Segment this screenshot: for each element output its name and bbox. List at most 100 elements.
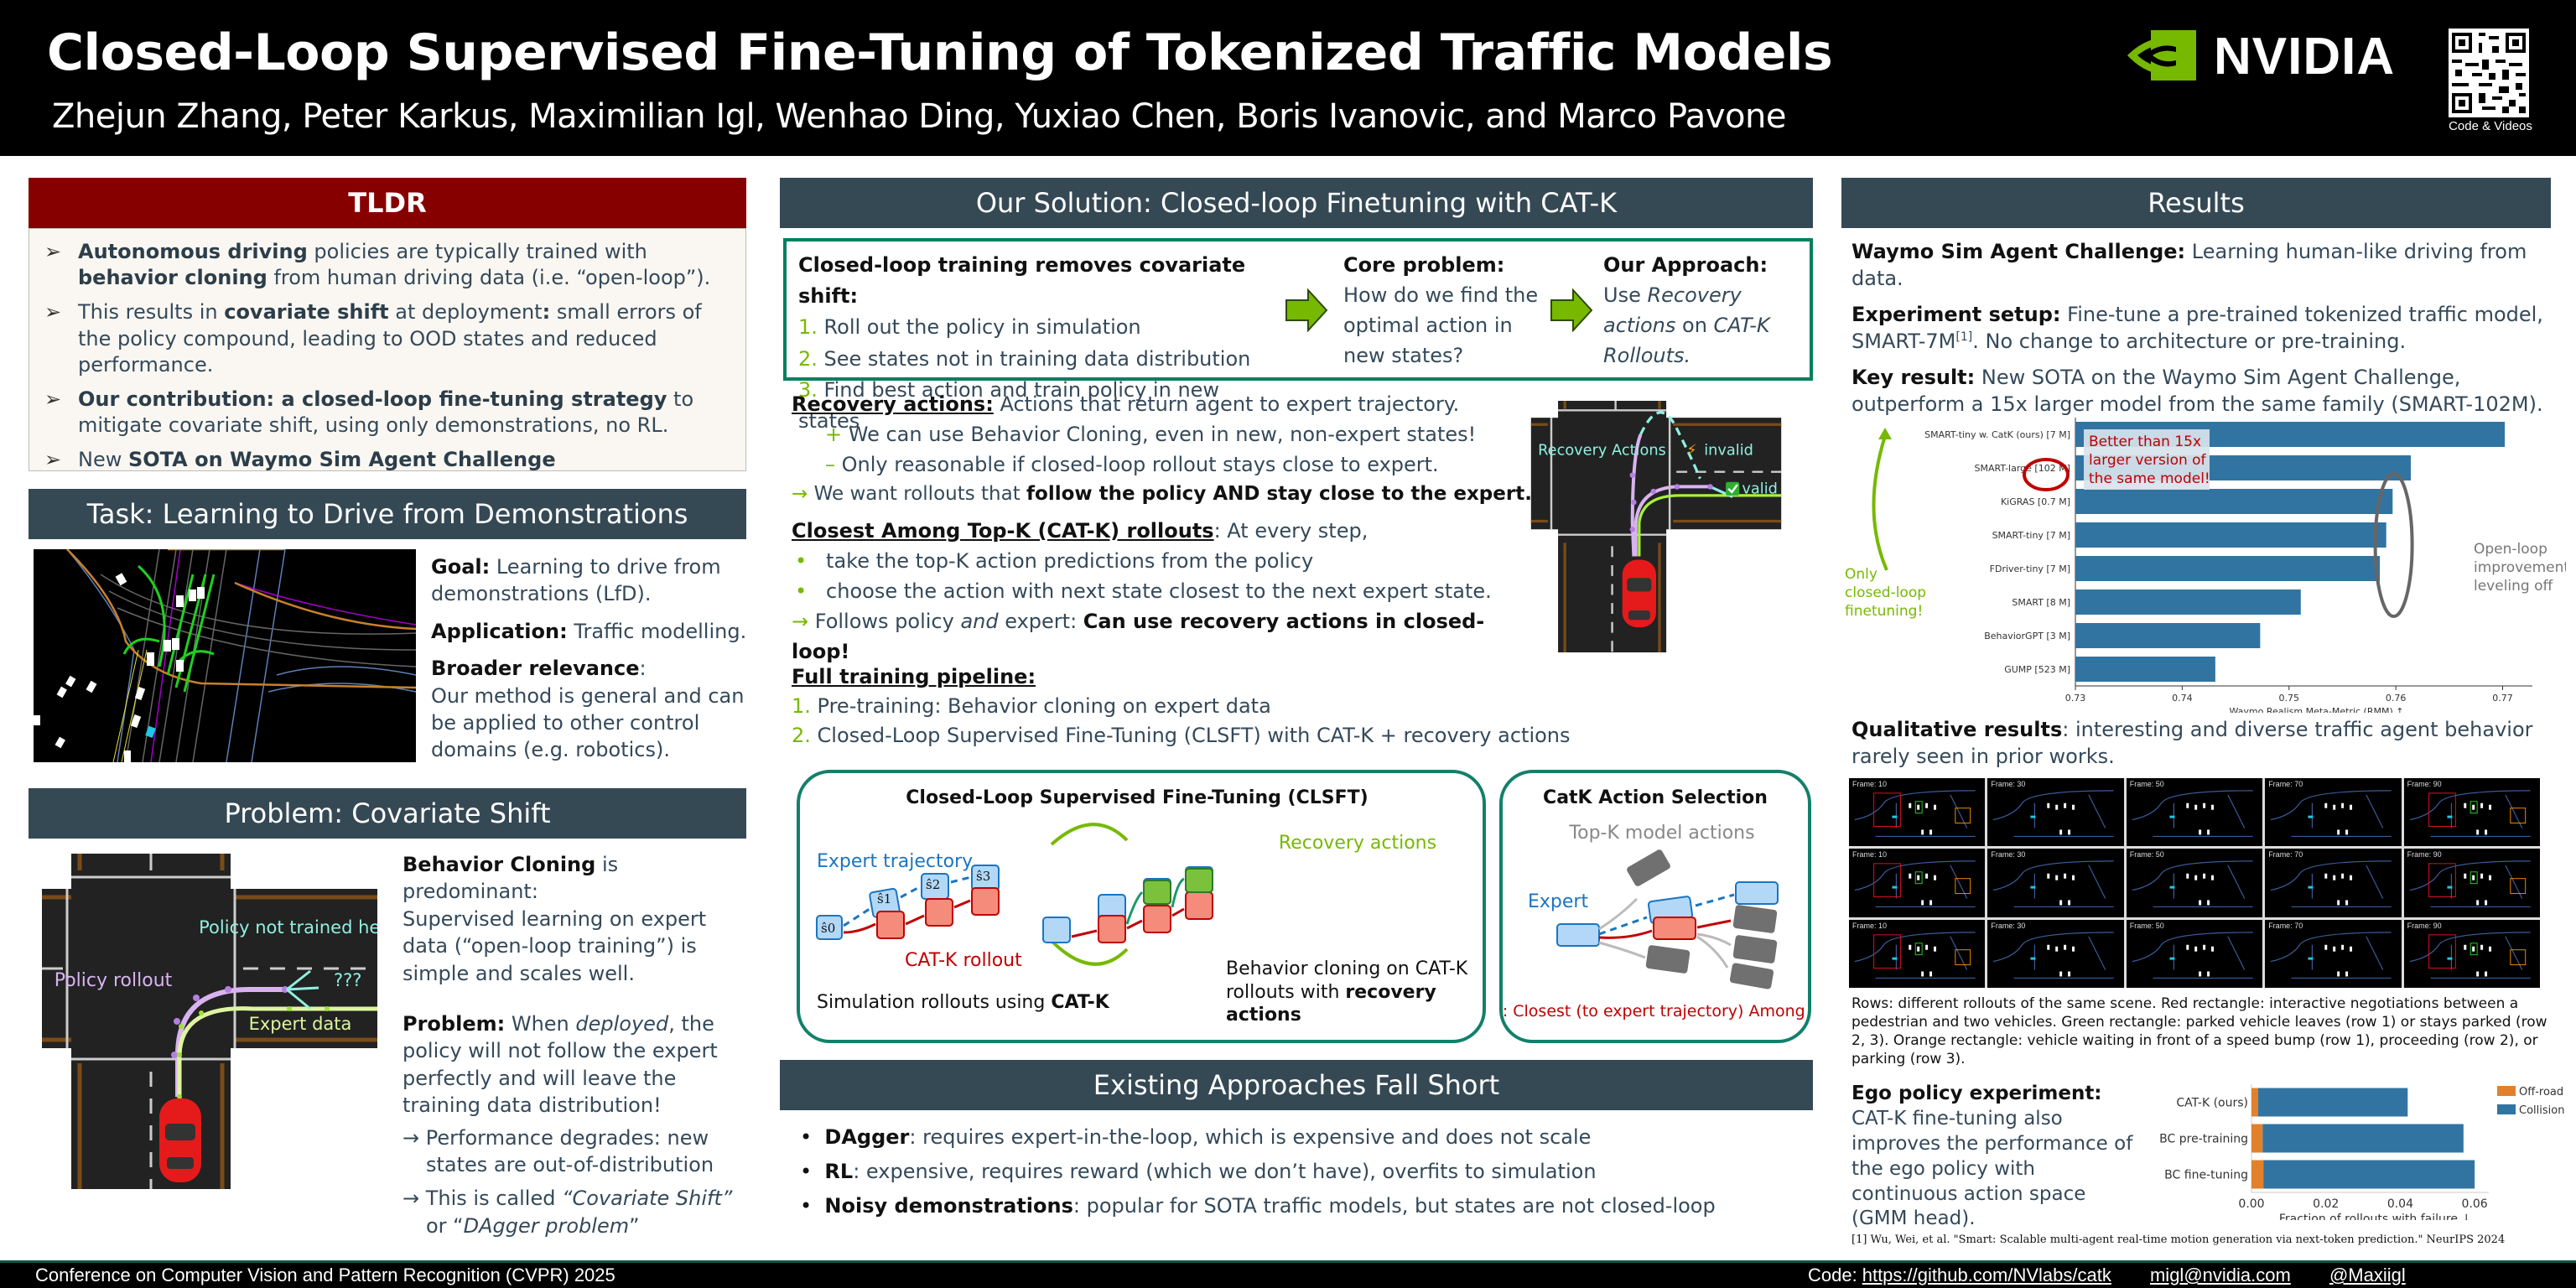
x-tick-label: 0.76 xyxy=(2386,693,2407,704)
pipeline-step: Pre-training: Behavior cloning on expert… xyxy=(817,693,1271,718)
qual-text: : interesting and diverse traffic agent … xyxy=(1852,718,2533,769)
x-tick-label: 0.04 xyxy=(2387,1197,2413,1211)
frame-label: Frame: 70 xyxy=(2268,850,2303,860)
state-s1: ŝ1 xyxy=(877,891,891,906)
recovery-plus: We can use Behavior Cloning, even in new… xyxy=(848,423,1477,446)
better-annotation: the same model! xyxy=(2089,470,2210,487)
catk-arrow-text: expert: xyxy=(998,609,1083,633)
frame-scene xyxy=(1993,790,2115,838)
tldr-bold: SOTA on Waymo Sim Agent Challenge xyxy=(127,448,556,472)
tldr-item: ➢This results in covariate shift at depl… xyxy=(43,299,729,378)
existing-text: : expensive, requires reward (which we d… xyxy=(853,1159,1597,1183)
category-label: BC fine-tuning xyxy=(2164,1169,2248,1182)
frame-scene xyxy=(2270,931,2392,979)
existing-item: • RL: expensive, requires reward (which … xyxy=(800,1159,1597,1183)
frame-scene xyxy=(1854,860,1976,908)
right-arrow-icon: → xyxy=(792,483,814,505)
catk-rollout-label: CAT-K rollout xyxy=(905,950,1022,971)
rollout-frame: Frame: 70 xyxy=(2265,919,2402,988)
task-text: Goal: Learning to drive from demonstrati… xyxy=(431,553,750,764)
results-heading: Results xyxy=(1841,178,2551,228)
catk-text: : At every step, xyxy=(1213,518,1368,543)
key-result-text: New SOTA on the Waymo Sim Agent Challeng… xyxy=(1852,365,2543,416)
frame-label: Frame: 10 xyxy=(1852,850,1888,860)
frame-label: Frame: 70 xyxy=(2268,780,2303,788)
poster-title: Closed-Loop Supervised Fine-Tuning of To… xyxy=(47,23,1833,82)
reference: [1] Wu, Wei, et al. "Smart: Scalable mul… xyxy=(1852,1233,2506,1246)
arrow-point-2-end: ” xyxy=(629,1213,640,1238)
intersection-map-image xyxy=(34,549,416,762)
open-loop-annotation: improvements xyxy=(2474,559,2566,576)
better-annotation: Better than 15x xyxy=(2089,434,2201,450)
frame-label: Frame: 30 xyxy=(1991,921,2026,930)
goal-label: Goal: xyxy=(431,555,491,579)
catk-selection-title: CatK Action Selection xyxy=(1543,787,1768,808)
x-axis-label: Waymo Realism Meta-Metric (RMM) ↑ xyxy=(2230,706,2404,713)
task-heading: Task: Learning to Drive from Demonstrati… xyxy=(29,489,746,539)
our-approach: Our Approach: Use Recovery actions on CA… xyxy=(1603,250,1805,371)
results-text: Waymo Sim Agent Challenge: Learning huma… xyxy=(1852,238,2556,418)
solution-heading: Our Solution: Closed-loop Finetuning wit… xyxy=(780,178,1813,228)
catk-arrow-text: Follows policy xyxy=(814,609,961,633)
rmm-bar-chart: SMART-tiny w. CatK (ours) [7 M]SMART-lar… xyxy=(1845,418,2566,713)
tldr-text: New xyxy=(78,448,128,472)
rollout-frame: Frame: 70 xyxy=(2265,849,2402,917)
frame-scene xyxy=(2132,860,2253,908)
stacked-bar-collision xyxy=(2262,1124,2464,1153)
poster-header: Closed-Loop Supervised Fine-Tuning of To… xyxy=(0,0,2576,156)
broader-text: Our method is general and can be applied… xyxy=(431,683,745,762)
tldr-text: policies are typically trained with xyxy=(307,240,647,263)
citation-ref: [1] xyxy=(1955,330,1973,345)
ego-text-body: CAT-K fine-tuning also improves the perf… xyxy=(1852,1107,2133,1230)
rollout-frame: Frame: 10 xyxy=(1849,919,1986,988)
frame-label: Frame: 50 xyxy=(2129,921,2164,930)
right-arrow-icon: → xyxy=(402,1125,426,1150)
twitter-link[interactable]: @Maxiigl xyxy=(2329,1265,2406,1285)
x-tick-label: 0.73 xyxy=(2065,693,2086,704)
frame-label: Frame: 50 xyxy=(2129,780,2164,788)
not-trained-label: Policy not trained here! xyxy=(199,917,377,937)
existing-heading: Existing Approaches Fall Short xyxy=(780,1060,1813,1110)
arrow-point-2: This is called xyxy=(425,1187,563,1211)
tldr-bold: behavior cloning xyxy=(78,266,267,290)
closed-loop-annotation: Only xyxy=(1845,566,1877,583)
clsft-diagram-box: Closed-Loop Supervised Fine-Tuning (CLSF… xyxy=(797,770,1486,1043)
rollout-frame: Frame: 10 xyxy=(1849,849,1986,917)
frame-scene xyxy=(2409,931,2531,979)
conference-name: Conference on Computer Vision and Patter… xyxy=(35,1265,615,1285)
arrow-point-1: Performance degrades: new states are out… xyxy=(425,1125,714,1176)
rollout-frame: Frame: 90 xyxy=(2403,849,2540,917)
tldr-bold: Autonomous driving xyxy=(78,240,308,263)
category-label: SMART [8 M] xyxy=(2012,597,2070,608)
problem-em: deployed xyxy=(575,1011,669,1036)
frame-label: Frame: 30 xyxy=(1991,850,2026,860)
curved-arrow xyxy=(1872,435,1888,571)
frame-scene xyxy=(2270,790,2392,838)
state-s3: ŝ3 xyxy=(976,869,990,884)
qr-code[interactable] xyxy=(2449,29,2529,117)
category-label: BehaviorGPT [3 M] xyxy=(1984,631,2070,641)
pipeline-step: Closed-Loop Supervised Fine-Tuning (CLSF… xyxy=(817,723,1571,747)
rollout-frame: Frame: 50 xyxy=(2126,778,2263,847)
frame-scene xyxy=(1854,931,1976,979)
category-label: SMART-tiny [7 M] xyxy=(1992,530,2070,541)
rollout-frame: Frame: 90 xyxy=(2403,778,2540,847)
footer: Conference on Computer Vision and Patter… xyxy=(0,1260,2576,1288)
approach-text: on xyxy=(1675,314,1714,337)
pipeline-label: Full training pipeline: xyxy=(792,665,1036,688)
code-link[interactable]: https://github.com/NVlabs/catk xyxy=(1862,1265,2111,1285)
bar xyxy=(2075,589,2301,615)
frame-label: Frame: 90 xyxy=(2407,780,2442,788)
x-tick-label: 0.06 xyxy=(2462,1197,2488,1211)
nvidia-eye-icon xyxy=(2127,30,2196,80)
pipeline-text: Full training pipeline: 1. Pre-training:… xyxy=(792,665,1571,747)
bc-label: Behavior Cloning xyxy=(402,853,596,876)
rollout-frame: Frame: 90 xyxy=(2403,919,2540,988)
stacked-bar-off-road xyxy=(2251,1160,2264,1189)
step-text: Roll out the policy in simulation xyxy=(823,315,1141,340)
covariate-shift-em: “Covariate Shift” xyxy=(562,1187,733,1211)
category-label: FDriver-tiny [7 M] xyxy=(1990,564,2070,574)
nvidia-wordmark: NVIDIA xyxy=(2214,28,2396,86)
email-link[interactable]: migl@nvidia.com xyxy=(2149,1265,2291,1285)
invalid-label: invalid xyxy=(1704,443,1753,460)
